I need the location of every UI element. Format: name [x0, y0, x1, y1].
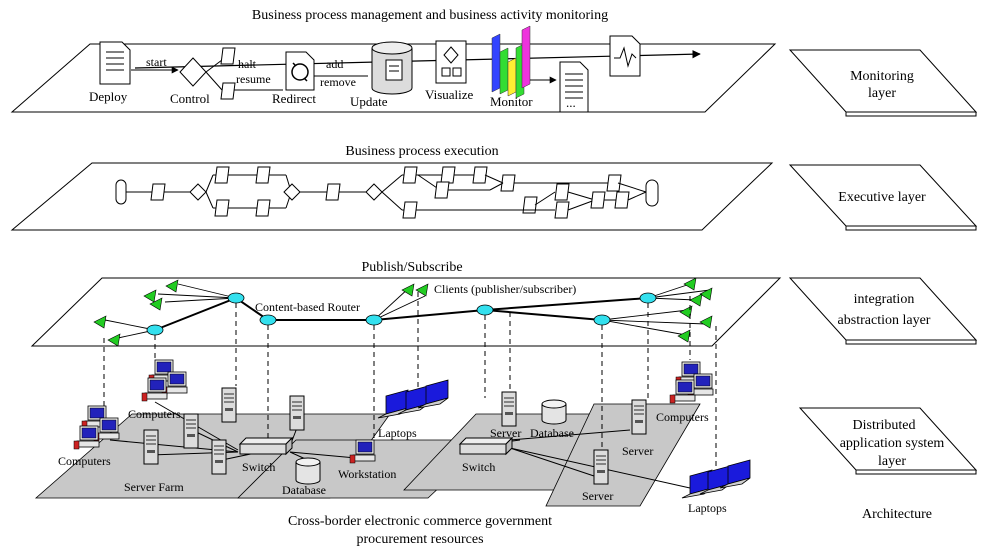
monitor-label: Monitor [490, 94, 533, 109]
server-icon [183, 413, 199, 449]
integration-layer-box [788, 277, 978, 341]
pubsub-title: Publish/Subscribe [361, 260, 462, 275]
router-label: Content-based Router [255, 300, 360, 314]
computer-icon [141, 359, 188, 402]
resume-label: resume [236, 72, 271, 86]
waveform-icon [609, 35, 641, 77]
computers-left2-label: Computers [58, 454, 111, 468]
deploy-label: Deploy [89, 89, 128, 104]
integration-plane [30, 277, 782, 347]
halt-label: halt [238, 57, 257, 71]
monitoring-layer-line1: Monitoring [850, 69, 914, 84]
database-left-label: Database [282, 483, 326, 497]
resources-title-line1: Cross-border electronic commerce governm… [288, 514, 552, 529]
laptops-right-label: Laptops [688, 501, 727, 515]
computer-icon [669, 361, 714, 404]
monitoring-layer-line2: layer [868, 86, 896, 101]
add-label: add [326, 57, 343, 71]
refresh-icon [285, 51, 315, 91]
remove-label: remove [320, 75, 356, 89]
server-mid-label: Server [490, 426, 521, 440]
redirect-label: Redirect [272, 91, 316, 106]
database-icon [541, 399, 567, 425]
integration-layer-line1: integration [854, 292, 915, 307]
visualize-label: Visualize [425, 87, 474, 102]
diamond-icon [179, 57, 207, 87]
database-icon [295, 457, 321, 485]
architecture-label: Architecture [862, 507, 932, 522]
computers-right-label: Computers [656, 410, 709, 424]
server-icon [143, 429, 159, 465]
start-label: start [146, 55, 167, 69]
distributed-layer-line3: layer [878, 454, 906, 469]
switch-icon [238, 436, 294, 456]
server-icon [221, 387, 237, 423]
server-icon [593, 449, 609, 485]
server-right2-label: Server [582, 489, 613, 503]
clients-label: Clients (publisher/subscriber) [434, 282, 576, 296]
bar-chart-icon [491, 25, 531, 99]
server-icon [631, 399, 647, 435]
document-icon [99, 41, 131, 85]
monitoring-title: Business process management and business… [252, 8, 608, 23]
switch-left-label: Switch [242, 460, 275, 474]
document-icon [559, 61, 589, 113]
resources-title-line2: procurement resources [356, 532, 483, 547]
computers-left-label: Computers [128, 407, 181, 421]
laptops-mid-label: Laptops [378, 426, 417, 440]
execution-title: Business process execution [345, 144, 498, 159]
flowchart-icon [435, 40, 467, 84]
database-icon [371, 41, 413, 95]
laptop-icon [377, 379, 449, 419]
server-icon [289, 395, 305, 431]
workstation-label: Workstation [338, 467, 396, 481]
control-label: Control [170, 91, 210, 106]
switch-icon [458, 436, 514, 456]
execution-plane [10, 162, 774, 231]
executive-layer-label: Executive layer [838, 190, 926, 205]
server-right-label: Server [622, 444, 653, 458]
update-label: Update [350, 94, 388, 109]
integration-layer-line2: abstraction layer [838, 313, 931, 328]
ellipsis-label: ... [566, 95, 576, 110]
server-zone-right [545, 403, 701, 507]
server-farm-label: Server Farm [124, 480, 184, 494]
router-nodes [146, 292, 657, 336]
server-icon [211, 439, 227, 475]
distributed-layer-line2: application system [840, 436, 945, 451]
database-mid-label: Database [530, 426, 574, 440]
switch-right-label: Switch [462, 460, 495, 474]
server-icon [501, 391, 517, 427]
distributed-layer-line1: Distributed [853, 418, 916, 433]
